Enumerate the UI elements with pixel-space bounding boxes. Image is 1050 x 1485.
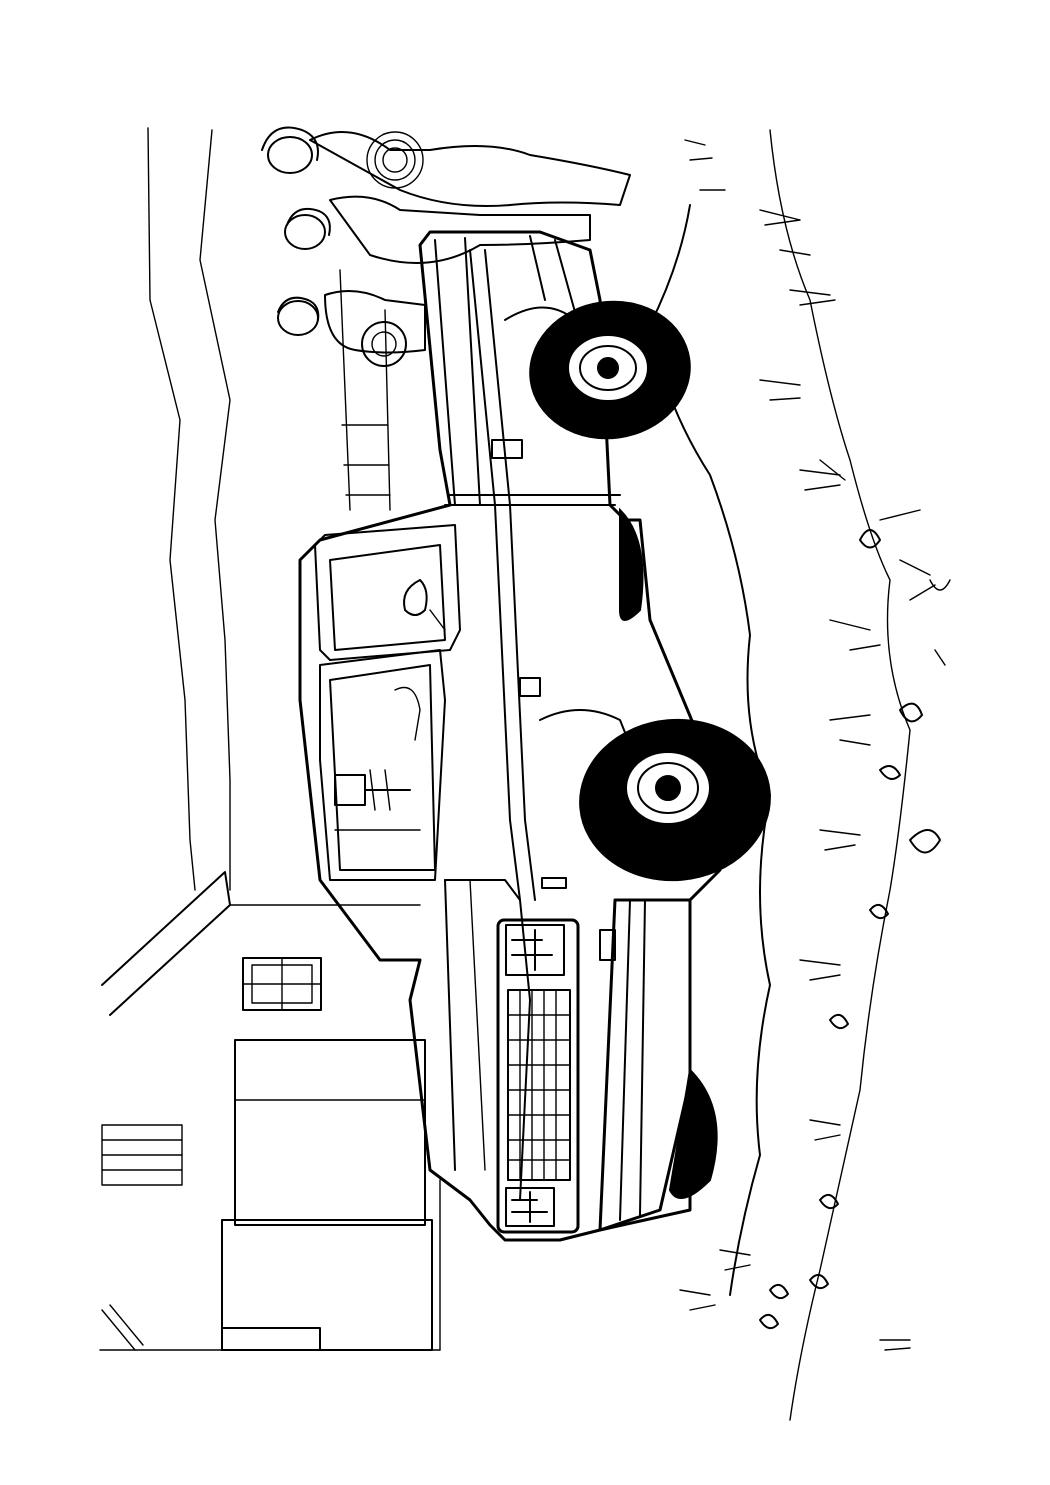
- truck-grille: [496, 918, 580, 1234]
- background-house: [99, 127, 441, 1351]
- front-wheel: [579, 718, 771, 882]
- pickup-truck: [298, 230, 771, 1242]
- rear-wheel: [529, 300, 691, 440]
- fence: [339, 269, 391, 511]
- people-group: [261, 126, 631, 367]
